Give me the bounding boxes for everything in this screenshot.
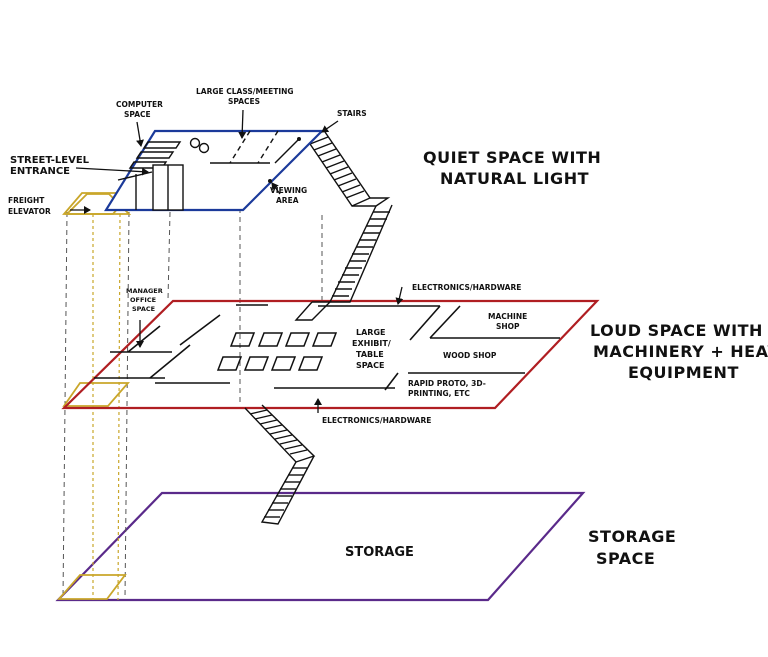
manager-office-label-2: OFFICE [130, 296, 156, 304]
computer-space-label-2: SPACE [124, 110, 151, 119]
quiet-floor-features [117, 130, 301, 211]
loud-floor-walls [94, 304, 560, 391]
electronics-top-label: ELECTRONICS/HARDWARE [412, 283, 521, 292]
large-exhibit-label-4: SPACE [356, 361, 384, 370]
machine-shop-label-2: SHOP [496, 322, 520, 331]
stairs-label: STAIRS [337, 109, 367, 118]
stairs-lower [244, 404, 316, 525]
quiet-floor [104, 129, 325, 212]
large-class-label-1: LARGE CLASS/MEETING [196, 87, 294, 96]
wood-shop-label: WOOD SHOP [443, 351, 497, 360]
manager-office-label-1: MANAGER [126, 287, 163, 295]
side-labels: QUIET SPACE WITH NATURAL LIGHT LOUD SPAC… [423, 148, 768, 568]
large-class-label-2: SPACES [228, 97, 260, 106]
quiet-side-label-2: NATURAL LIGHT [440, 169, 589, 188]
vertical-connectors [62, 208, 323, 599]
diagram-labels: COMPUTER SPACE LARGE CLASS/MEETING SPACE… [8, 87, 527, 425]
loud-side-label-1: LOUD SPACE WITH [590, 321, 763, 340]
machine-shop-label-1: MACHINE [488, 312, 527, 321]
quiet-side-label-1: QUIET SPACE WITH [423, 148, 601, 167]
street-level-label-2: ENTRANCE [10, 166, 70, 177]
rapid-proto-label-2: PRINTING, ETC [408, 389, 470, 398]
freight-elevator-label-2: ELEVATOR [8, 207, 51, 216]
stairs-upper [294, 131, 393, 321]
large-exhibit-label-2: EXHIBIT/ [352, 339, 391, 348]
loud-floor [61, 299, 600, 410]
computer-space-label-1: COMPUTER [116, 100, 163, 109]
loud-side-label-2: MACHINERY + HEAVY [593, 342, 768, 361]
street-level-label-1: STREET-LEVEL [10, 155, 90, 166]
storage-floor-label: STORAGE [345, 545, 414, 560]
storage-side-label-1: STORAGE [588, 527, 676, 546]
loud-floor-outline [61, 299, 600, 410]
storage-side-label-2: SPACE [596, 549, 655, 568]
freight-elevator-shaft [57, 192, 133, 601]
large-exhibit-label-3: TABLE [356, 350, 384, 359]
exhibit-tables [216, 332, 338, 371]
loud-side-label-3: EQUIPMENT [628, 363, 739, 382]
manager-office-label-3: SPACE [132, 305, 155, 313]
rapid-proto-label-1: RAPID PROTO, 3D- [408, 379, 486, 388]
storage-floor: STORAGE [55, 491, 586, 602]
label-arrows [70, 109, 404, 413]
large-exhibit-label-1: LARGE [356, 328, 385, 337]
freight-elevator-label-1: FREIGHT [8, 196, 45, 205]
storage-floor-outline [55, 491, 586, 602]
viewing-area-label-2: AREA [276, 196, 299, 205]
viewing-area-label-1: VIEWING [270, 186, 307, 195]
electronics-bottom-label: ELECTRONICS/HARDWARE [322, 416, 431, 425]
